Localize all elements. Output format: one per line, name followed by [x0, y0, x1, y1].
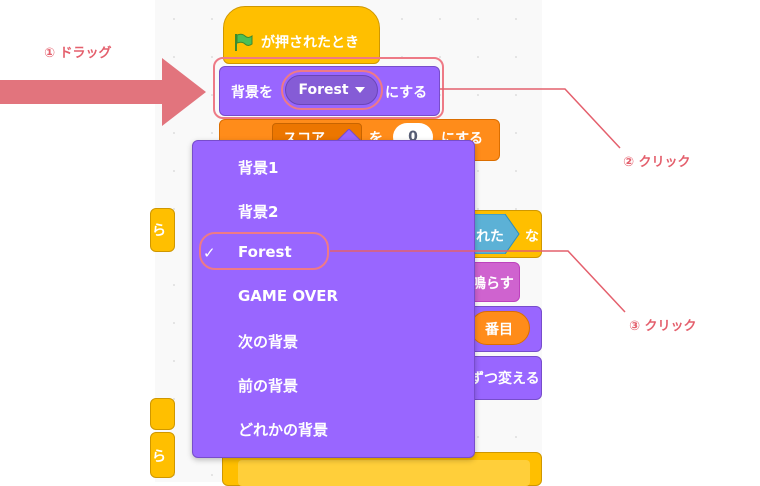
number-reporter[interactable] — [470, 311, 530, 345]
switch-backdrop-prefix: 背景を — [231, 85, 273, 101]
menu-item-backdrop1[interactable]: 背景1 — [238, 159, 279, 177]
annotation-step2: ② クリック — [623, 155, 691, 170]
sensing-block-label: れた — [476, 229, 504, 245]
annotation-step3: ③ クリック — [629, 319, 697, 334]
number-reporter-label: 番目 — [485, 322, 513, 338]
partial-block-left-3-label: ら — [152, 449, 166, 465]
partial-block-left-1[interactable] — [150, 208, 175, 252]
menu-item-previous-backdrop[interactable]: 前の背景 — [238, 377, 299, 395]
annotation-step1: ① ドラッグ — [44, 46, 112, 61]
menu-item-backdrop2[interactable]: 背景2 — [238, 203, 279, 221]
when-flag-clicked-label: が押されたとき — [261, 35, 359, 51]
backdrop-dropdown-menu: 背景1 背景2 ✓ Forest GAME OVER 次の背景 前の背景 どれか… — [192, 140, 475, 458]
menu-item-next-backdrop[interactable]: 次の背景 — [238, 333, 299, 351]
switch-backdrop-block[interactable] — [219, 66, 440, 116]
when-flag-clicked-block[interactable] — [223, 6, 380, 64]
highlight-forest-item — [199, 232, 329, 270]
green-flag-icon — [235, 33, 253, 51]
change-effect-label: ずつ変える — [470, 371, 540, 387]
partial-block-left-2[interactable] — [150, 398, 175, 430]
highlight-switch-backdrop-block — [213, 57, 444, 119]
drag-arrow — [0, 58, 206, 126]
menu-item-game-over[interactable]: GAME OVER — [238, 287, 339, 305]
backdrop-dropdown-value: Forest — [298, 82, 349, 98]
partial-block-left-1-label: ら — [152, 223, 166, 239]
dropdown-caret-icon — [354, 86, 365, 93]
highlight-backdrop-dropdown — [281, 70, 383, 110]
sound-block-label: 鳴らす — [472, 276, 514, 292]
menu-item-forest[interactable]: Forest — [238, 243, 292, 261]
menu-item-random-backdrop[interactable]: どれかの背景 — [238, 421, 329, 439]
control-block-after-label: な — [525, 229, 539, 245]
when-flag-clicked-row: が押されたとき — [233, 31, 359, 53]
partial-block-left-3[interactable] — [150, 432, 175, 478]
switch-backdrop-suffix: にする — [385, 85, 428, 101]
